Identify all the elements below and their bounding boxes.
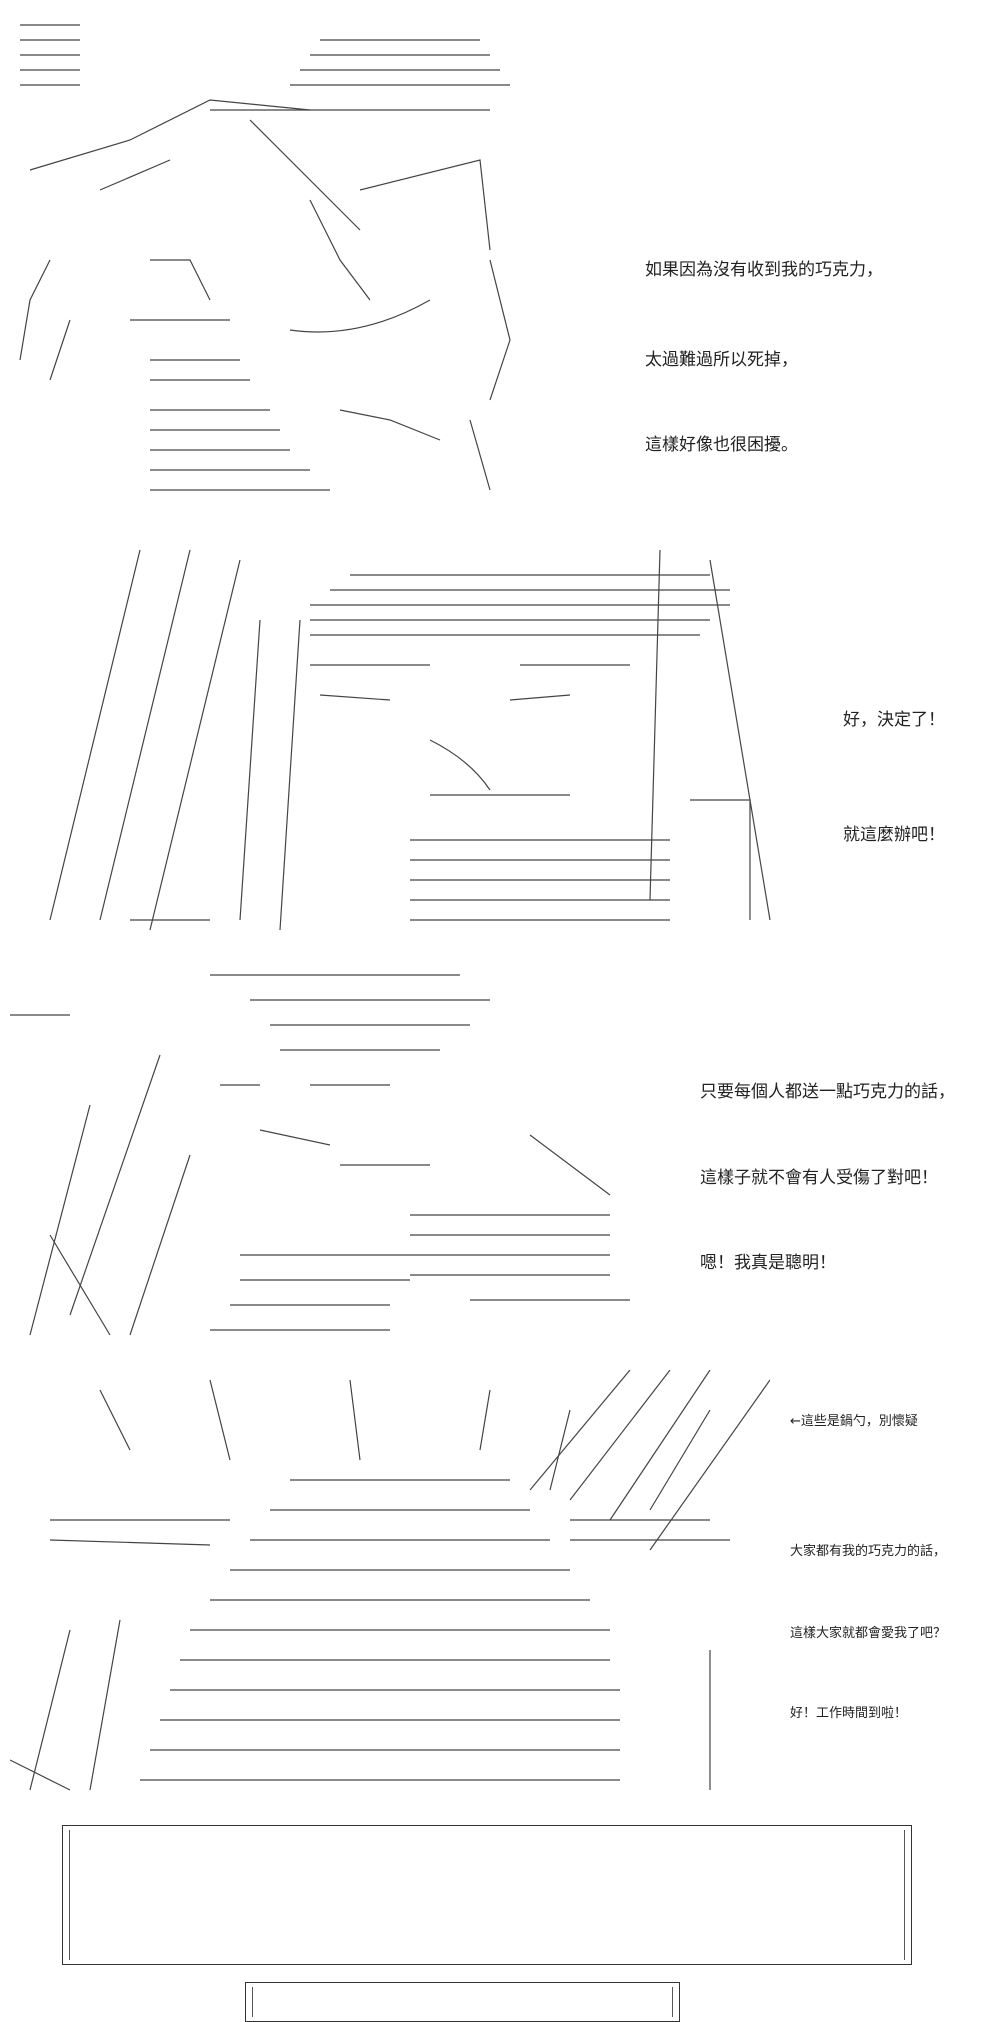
ascii-art-girl-smiling [10,974,630,1336]
caption: 這樣子就不會有人受傷了對吧！ [700,1168,938,1188]
panel-4: ←這些是鍋勺，別懷疑 大家都有我的巧克力的話， 這樣大家就都會愛我了吧？ 好！工… [0,1370,1000,1810]
empty-text-frame [62,1825,912,1965]
empty-text-frame-2 [245,1982,680,2022]
caption: 就這麼辦吧！ [843,825,945,845]
ascii-art-girl-hat [19,24,511,491]
caption: 這樣好像也很困擾。 [645,435,798,455]
caption-ladle-note: ←這些是鍋勺，別懷疑 [790,1414,918,1429]
caption: 嗯！我真是聰明！ [700,1253,836,1273]
caption: 好！工作時間到啦！ [790,1706,908,1721]
caption: 大家都有我的巧克力的話， [790,1544,947,1559]
caption: 如果因為沒有收到我的巧克力， [645,260,883,280]
caption: 這樣大家就都會愛我了吧？ [790,1626,947,1641]
caption: 太過難過所以死掉， [645,350,798,370]
ascii-art-girl-determined [49,549,771,931]
caption: 好，決定了！ [843,710,945,730]
panel-2: 好，決定了！ 就這麼辦吧！ [0,500,1000,950]
ascii-art-kitchen-scene [10,1370,770,1791]
caption: 只要每個人都送一點巧克力的話， [700,1082,955,1102]
panel-1: 如果因為沒有收到我的巧克力， 太過難過所以死掉， 這樣好像也很困擾。 [0,0,1000,500]
ladle-icons [99,1379,711,1511]
hat-stripes [19,24,511,491]
panel-3: 只要每個人都送一點巧克力的話， 這樣子就不會有人受傷了對吧！ 嗯！我真是聰明！ [0,955,1000,1365]
